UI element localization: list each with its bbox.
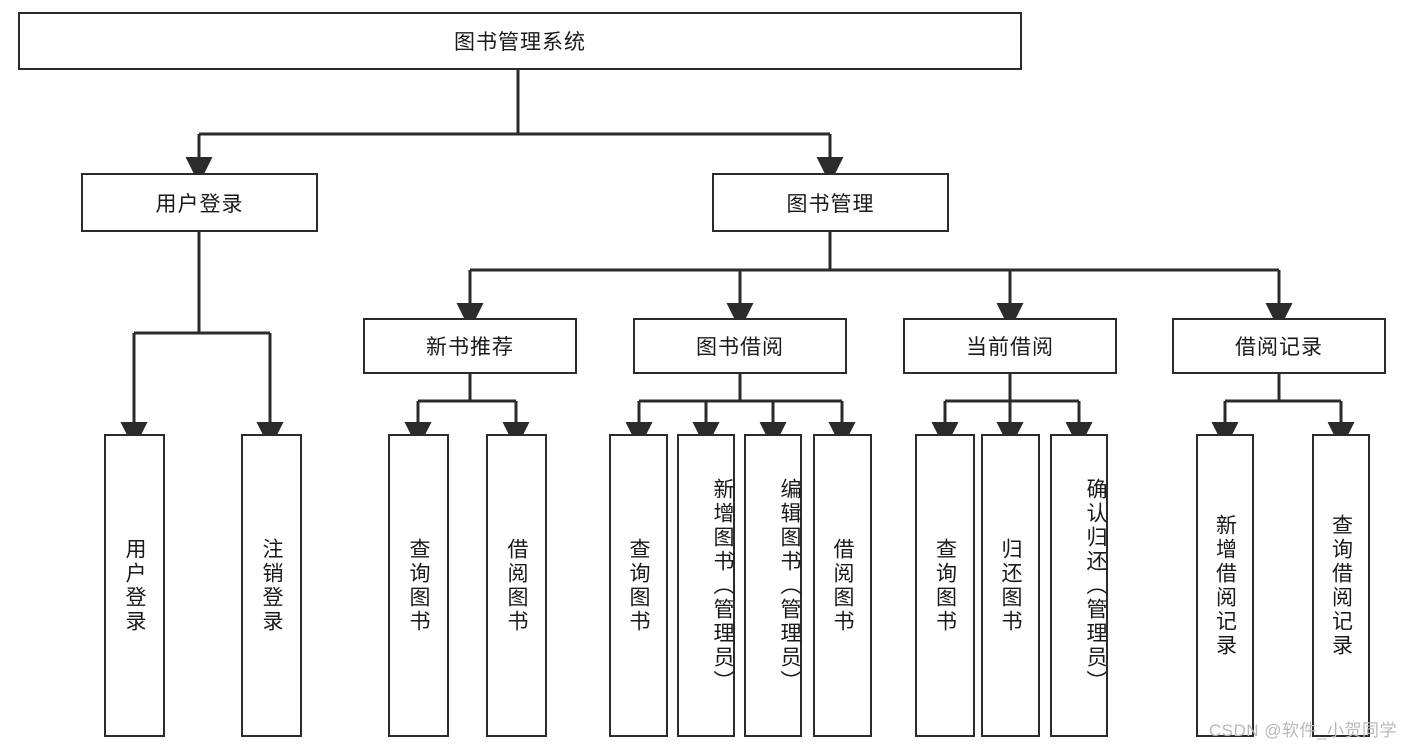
leaf-query-book-1-label: 查询图书 <box>407 537 430 634</box>
leaf-borrow-book-1[interactable]: 借阅图书 <box>486 434 547 737</box>
node-new-book-recommend-label: 新书推荐 <box>426 336 514 359</box>
leaf-add-borrow-record[interactable]: 新增借阅记录 <box>1196 434 1254 737</box>
node-root[interactable]: 图书管理系统 <box>18 12 1022 70</box>
leaf-query-book-1[interactable]: 查询图书 <box>388 434 449 737</box>
leaf-edit-book-admin[interactable]: 编辑图书（管理员） <box>744 434 802 737</box>
node-root-label: 图书管理系统 <box>454 31 586 54</box>
leaf-confirm-return-admin-label: 确认归还（管理员） <box>1084 477 1107 694</box>
node-book-borrow[interactable]: 图书借阅 <box>633 318 847 374</box>
node-book-borrow-label: 图书借阅 <box>696 336 784 359</box>
leaf-query-book-3[interactable]: 查询图书 <box>915 434 975 737</box>
leaf-borrow-book-2-label: 借阅图书 <box>831 537 854 634</box>
leaf-query-borrow-record[interactable]: 查询借阅记录 <box>1312 434 1370 737</box>
leaf-edit-book-admin-label: 编辑图书（管理员） <box>778 477 801 694</box>
leaf-user-login[interactable]: 用户登录 <box>104 434 165 737</box>
leaf-query-borrow-record-label: 查询借阅记录 <box>1329 513 1353 658</box>
node-user-login-label: 用户登录 <box>155 192 244 216</box>
node-borrow-record-label: 借阅记录 <box>1235 336 1323 359</box>
leaf-borrow-book-1-label: 借阅图书 <box>505 537 528 634</box>
node-borrow-record[interactable]: 借阅记录 <box>1172 318 1386 374</box>
leaf-return-book-label: 归还图书 <box>999 537 1022 634</box>
node-current-borrow-label: 当前借阅 <box>966 336 1054 359</box>
leaf-user-login-label: 用户登录 <box>123 537 146 634</box>
leaf-logout[interactable]: 注销登录 <box>241 434 302 737</box>
node-user-login[interactable]: 用户登录 <box>81 173 318 232</box>
leaf-add-book-admin-label: 新增图书（管理员） <box>711 477 734 694</box>
node-current-borrow[interactable]: 当前借阅 <box>903 318 1117 374</box>
leaf-borrow-book-2[interactable]: 借阅图书 <box>813 434 872 737</box>
leaf-add-book-admin[interactable]: 新增图书（管理员） <box>677 434 735 737</box>
leaf-query-book-3-label: 查询图书 <box>933 537 957 634</box>
node-book-management-label: 图书管理 <box>786 192 875 216</box>
leaf-logout-label: 注销登录 <box>260 537 283 634</box>
node-new-book-recommend[interactable]: 新书推荐 <box>363 318 577 374</box>
leaf-add-borrow-record-label: 新增借阅记录 <box>1213 513 1237 658</box>
node-book-management[interactable]: 图书管理 <box>712 173 949 232</box>
leaf-confirm-return-admin[interactable]: 确认归还（管理员） <box>1050 434 1108 737</box>
leaf-return-book[interactable]: 归还图书 <box>981 434 1040 737</box>
leaf-query-book-2-label: 查询图书 <box>627 537 650 634</box>
watermark-text: CSDN @软件_小贺同学 <box>1208 721 1397 740</box>
leaf-query-book-2[interactable]: 查询图书 <box>609 434 668 737</box>
